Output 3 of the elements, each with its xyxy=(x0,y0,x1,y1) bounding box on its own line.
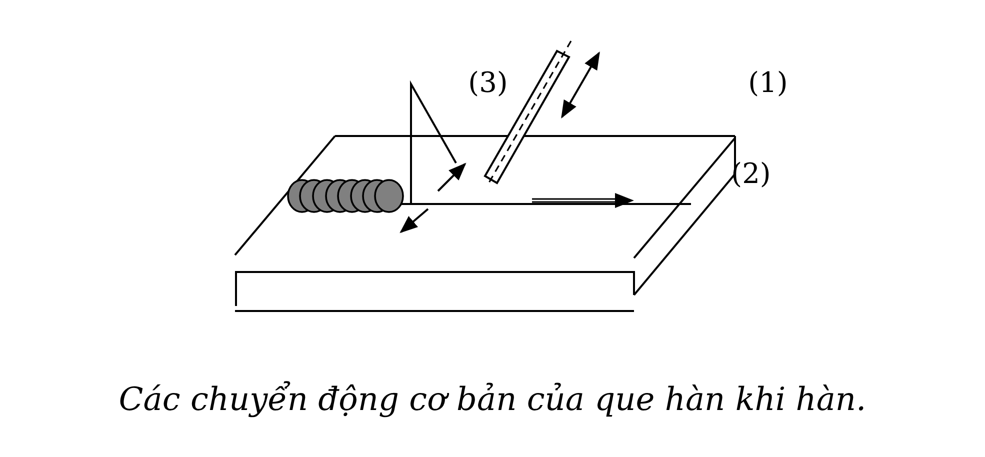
caption: Các chuyển động cơ bản của que hàn khi hàn. xyxy=(118,380,866,418)
callout-number: (1) xyxy=(748,69,788,97)
callout-number: (3) xyxy=(468,69,508,97)
